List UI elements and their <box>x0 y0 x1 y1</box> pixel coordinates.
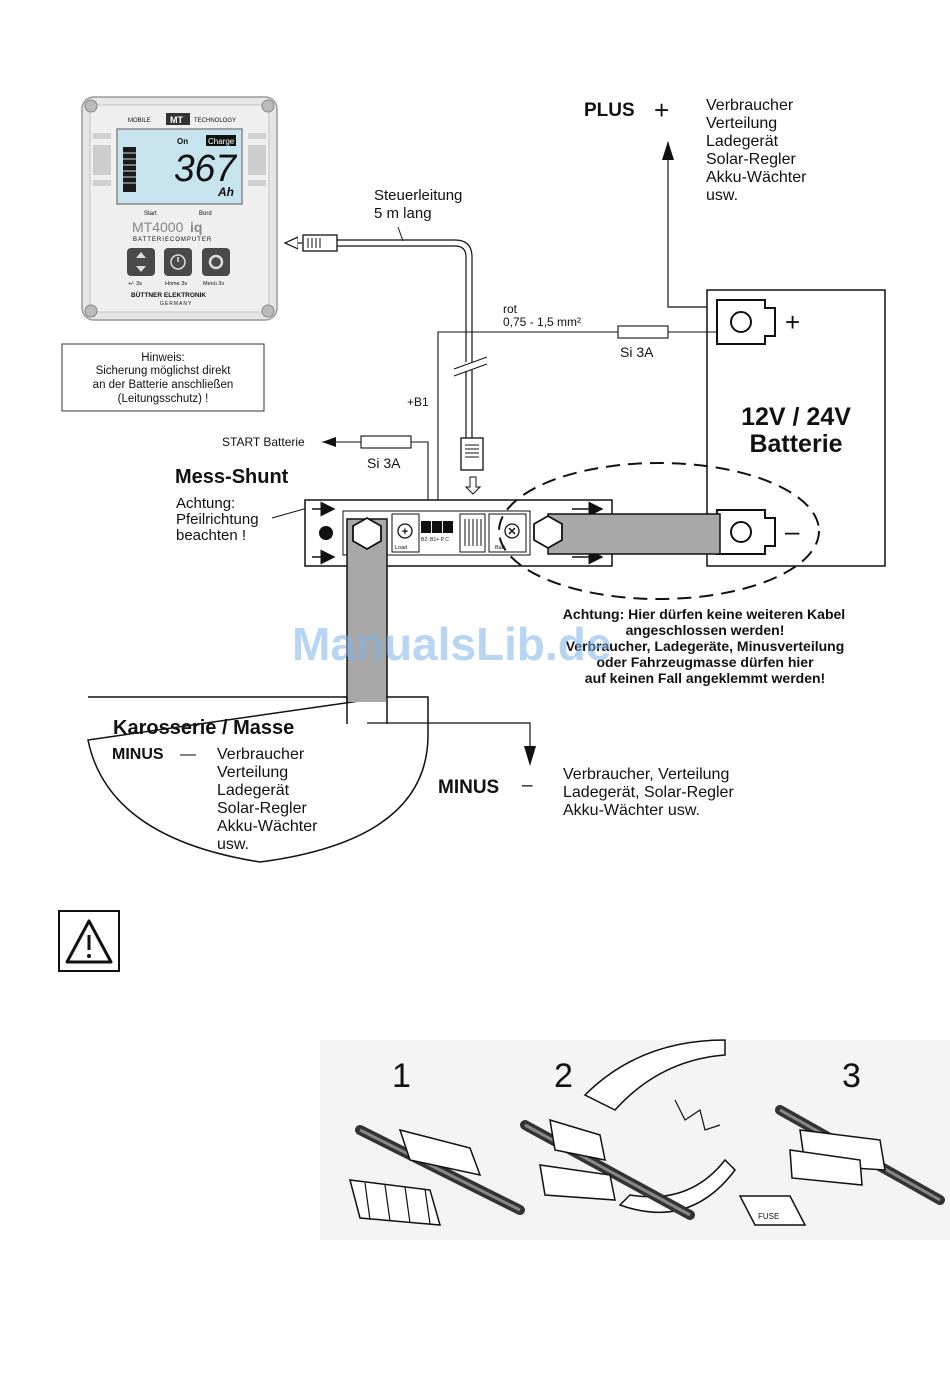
warning-triangle-icon <box>58 910 120 972</box>
plus-consumer-2: Ladegerät <box>706 133 779 150</box>
ground-dash: — <box>180 746 196 763</box>
cable-label-2: 5 m lang <box>374 205 432 222</box>
step-2-number: 2 <box>554 1057 573 1095</box>
ground-strap <box>346 516 388 740</box>
minus-output: MINUS – Verbraucher, Verteilung Ladegerä… <box>367 722 734 819</box>
battery: + – 12V / 24V Batterie <box>706 289 886 567</box>
shunt-note-3: beachten ! <box>176 527 246 544</box>
brand-top: MOBILE <box>128 118 151 124</box>
ground-consumer-4: Akku-Wächter <box>217 818 318 835</box>
status-on: On <box>177 137 188 146</box>
warning-line-4: oder Fahrzeugmasse dürfen hier <box>596 654 814 670</box>
ground-consumer-0: Verbraucher <box>217 746 305 763</box>
wire-fuse-label: Si 3A <box>620 344 654 360</box>
model-name: MT4000 <box>132 219 184 235</box>
ground-consumer-2: Ladegerät <box>217 782 290 799</box>
battery-computer-device: MOBILE MT TECHNOLOGY On Charge 367 Ah St… <box>81 96 278 321</box>
battery-voltage: 12V / 24V <box>741 403 851 431</box>
battery-plus: + <box>785 307 800 337</box>
svg-text:+: + <box>402 526 408 538</box>
battery-title: Batterie <box>749 430 842 458</box>
plus-consumer-5: usw. <box>706 187 738 204</box>
shunt-load-label: Load <box>395 545 407 551</box>
plus-consumer-1: Verteilung <box>706 115 777 132</box>
ground-consumer-1: Verteilung <box>217 764 288 781</box>
start-fuse-label: Si 3A <box>367 455 401 471</box>
battery-strap <box>533 513 721 555</box>
shunt-note-1: Achtung: <box>176 495 235 512</box>
b1-label: +B1 <box>407 395 429 409</box>
lcd-reading: 367 <box>174 148 238 190</box>
status-charge: Charge <box>208 137 235 146</box>
warning-line-3: Verbraucher, Ladegeräte, Minusverteilung <box>566 638 845 654</box>
lcd-unit: Ah <box>217 185 234 199</box>
minus-line-1: Verbraucher, Verteilung <box>563 766 729 783</box>
warning-text: Achtung: Hier dürfen keine weiteren Kabe… <box>563 606 845 686</box>
minus-line-3: Akku-Wächter usw. <box>563 802 700 819</box>
battery-minus: – <box>785 516 800 546</box>
hint-line2: an der Batterie anschließen <box>93 379 234 391</box>
step-1-number: 1 <box>392 1057 411 1095</box>
warning-line-1: Achtung: Hier dürfen keine weiteren Kabe… <box>563 606 845 622</box>
plus-output: PLUS + Verbraucher Verteilung Ladegerät … <box>584 95 807 308</box>
brand-top2: TECHNOLOGY <box>194 118 236 124</box>
model-suffix: iq <box>190 219 202 235</box>
step-3-number: 3 <box>842 1057 861 1095</box>
watermark: ManualsLib.de <box>292 618 611 670</box>
plus-sign: + <box>654 95 669 125</box>
device-button-updown <box>127 248 155 276</box>
ground-title: Karosserie / Masse <box>113 717 294 739</box>
fuse-label: FUSE <box>758 1212 779 1221</box>
shunt-batt-label: Batt <box>495 545 505 551</box>
warning-line-5: auf keinen Fall angeklemmt werden! <box>585 670 825 686</box>
hint-title: Hinweis: <box>141 352 184 364</box>
control-cable: Steuerleitung 5 m lang <box>285 187 488 495</box>
sense-wire: rot 0,75 - 1,5 mm² Si 3A +B1 <box>407 302 717 523</box>
cable-label-1: Steuerleitung <box>374 187 462 204</box>
start-battery-wire: START Batterie Si 3A <box>222 435 429 523</box>
shunt-pins: B2- B1+ P C <box>421 537 449 543</box>
ground-consumer-3: Solar-Regler <box>217 800 307 817</box>
minus-line-2: Ladegerät, Solar-Regler <box>563 784 734 801</box>
label-start: Start <box>144 211 157 217</box>
minus-sign: – <box>522 775 533 796</box>
minus-label: MINUS <box>438 777 499 798</box>
fuse-holder-steps: 1 2 3 <box>320 1039 950 1240</box>
device-button-menu <box>202 248 230 276</box>
button2-label: Home 3s <box>165 281 187 287</box>
ground-minus-label: MINUS <box>112 746 164 763</box>
wire-cross-section: 0,75 - 1,5 mm² <box>503 315 581 329</box>
button1-label: +/- 3s <box>128 281 142 287</box>
step-1-illustration <box>348 1125 525 1226</box>
button3-label: Menü 3s <box>203 281 224 287</box>
label-bord: Bord <box>199 211 212 217</box>
start-battery-label: START Batterie <box>222 435 305 449</box>
plus-label: PLUS <box>584 100 635 121</box>
model-subtitle: BATTERIECOMPUTER <box>133 237 212 243</box>
warning-line-2: angeschlossen werden! <box>626 622 785 638</box>
maker-country: GERMANY <box>160 301 192 307</box>
step-2-illustration <box>520 1039 736 1220</box>
shunt-title: Mess-Shunt <box>175 466 289 488</box>
maker-name: BÜTTNER ELEKTRONIK <box>131 290 206 299</box>
wire-color: rot <box>503 302 518 316</box>
step-3-illustration: FUSE <box>738 1105 945 1226</box>
hint-box: Hinweis: Sicherung möglichst direkt an d… <box>61 343 265 412</box>
shunt-note-2: Pfeilrichtung <box>176 511 259 528</box>
brand-logo: MT <box>170 115 183 125</box>
plus-consumer-3: Solar-Regler <box>706 151 796 168</box>
hint-line3: (Leitungsschutz) ! <box>118 393 209 405</box>
plus-consumer-4: Akku-Wächter <box>706 169 807 186</box>
ground-consumer-5: usw. <box>217 836 249 853</box>
hint-line1: Sicherung möglichst direkt <box>96 365 232 377</box>
vehicle-ground: Karosserie / Masse MINUS — Verbraucher V… <box>87 690 429 863</box>
no-connection-zone <box>498 462 820 600</box>
svg-text:✕: ✕ <box>507 526 516 538</box>
plus-consumer-0: Verbraucher <box>706 97 794 114</box>
